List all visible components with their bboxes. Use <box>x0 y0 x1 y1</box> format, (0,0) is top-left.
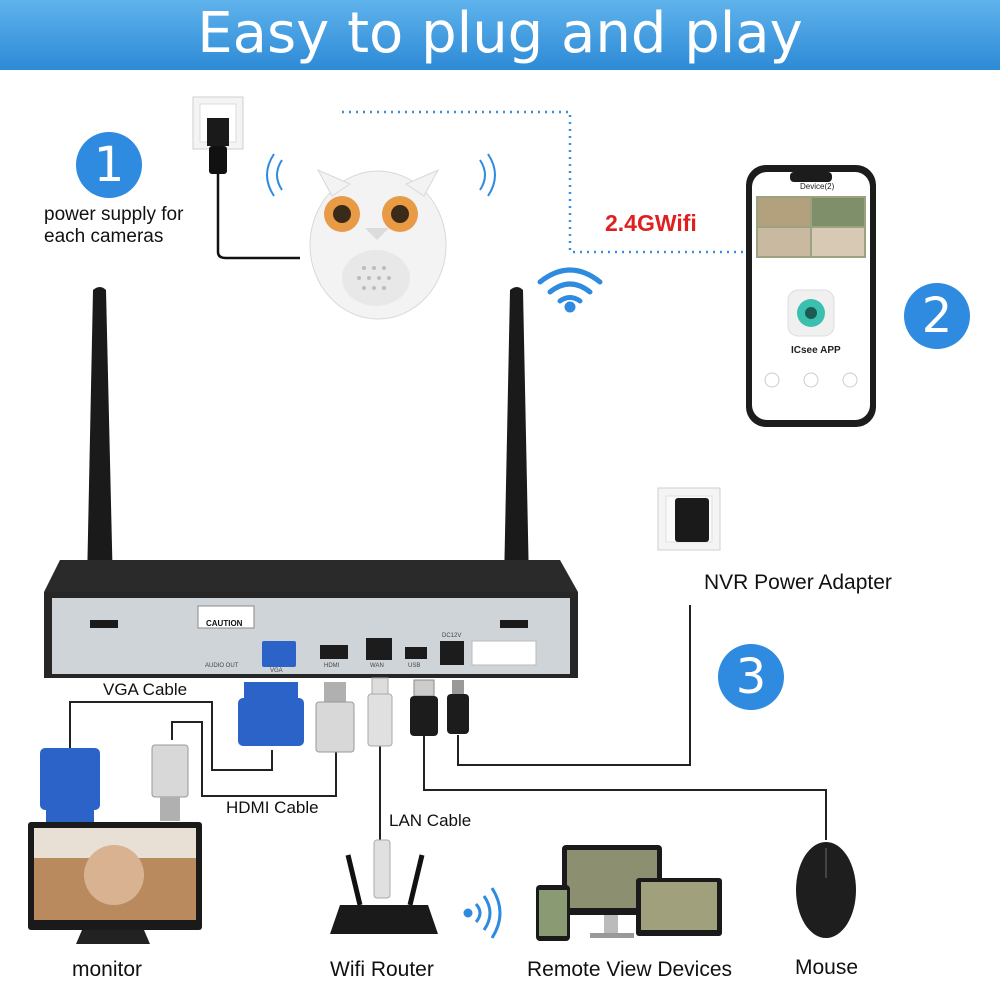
hdmi-cable-label: HDMI Cable <box>226 798 319 817</box>
remote-view-devices-label: Remote View Devices <box>527 958 733 981</box>
mouse-icon <box>796 842 856 938</box>
usb-plug-icon <box>410 679 438 736</box>
wifi-dotted-path <box>342 110 748 254</box>
nvr-wall-socket-icon <box>657 487 721 551</box>
vga-plug-nvr-icon <box>238 682 304 746</box>
port-dc12v: DC12V <box>442 633 462 639</box>
port-vga: VGA <box>270 668 283 674</box>
wifi-router-label: Wifi Router <box>330 958 434 981</box>
nvr-recorder-icon <box>44 560 578 678</box>
mouse-label: Mouse <box>795 956 859 979</box>
power-supply-label-line2: each cameras <box>44 226 164 247</box>
camera-power-plug-icon <box>207 118 300 260</box>
nvr-power-adapter-label: NVR Power Adapter <box>704 571 892 594</box>
hdmi-plug-monitor-icon <box>151 744 189 821</box>
smartphone-icon <box>746 165 876 427</box>
camera-signal-left-icon <box>266 153 283 197</box>
step-1-badge: 1 <box>76 132 142 198</box>
wifi-icon <box>537 267 603 313</box>
wifi-router-icon <box>330 839 438 934</box>
hdmi-plug-nvr-icon <box>315 682 355 753</box>
header-banner <box>0 0 1000 70</box>
page-title: Easy to plug and play <box>197 1 803 66</box>
lan-cable-label: LAN Cable <box>389 811 472 830</box>
camera-signal-right-icon <box>479 153 496 197</box>
antenna-left-icon <box>86 287 114 632</box>
port-usb: USB <box>408 663 421 669</box>
port-wan: WAN <box>370 663 384 669</box>
step-3-badge: 3 <box>718 644 784 710</box>
lan-plug-icon <box>367 677 393 747</box>
vga-plug-monitor-icon <box>40 748 100 824</box>
wifi-band-label: 2.4GWifi <box>605 210 697 236</box>
power-supply-label-line1: power supply for <box>44 204 184 225</box>
step-2-badge: 2 <box>904 283 970 349</box>
vga-cable-label: VGA Cable <box>103 680 188 699</box>
cable-lines <box>69 605 827 840</box>
phone-screen-title: Device(2) <box>800 182 835 191</box>
monitor-label: monitor <box>72 958 143 981</box>
app-name-label: ICsee APP <box>791 345 841 356</box>
dc-power-plug-icon <box>447 680 469 734</box>
antenna-right-icon <box>503 287 530 632</box>
port-hdmi: HDMI <box>324 663 340 669</box>
owl-camera-icon <box>309 168 447 320</box>
remote-view-devices-icon <box>536 845 722 941</box>
port-audio-out: AUDIO OUT <box>205 663 239 669</box>
monitor-icon <box>28 822 202 944</box>
router-signal-icon <box>463 887 502 939</box>
caution-label: CAUTION <box>206 619 243 628</box>
